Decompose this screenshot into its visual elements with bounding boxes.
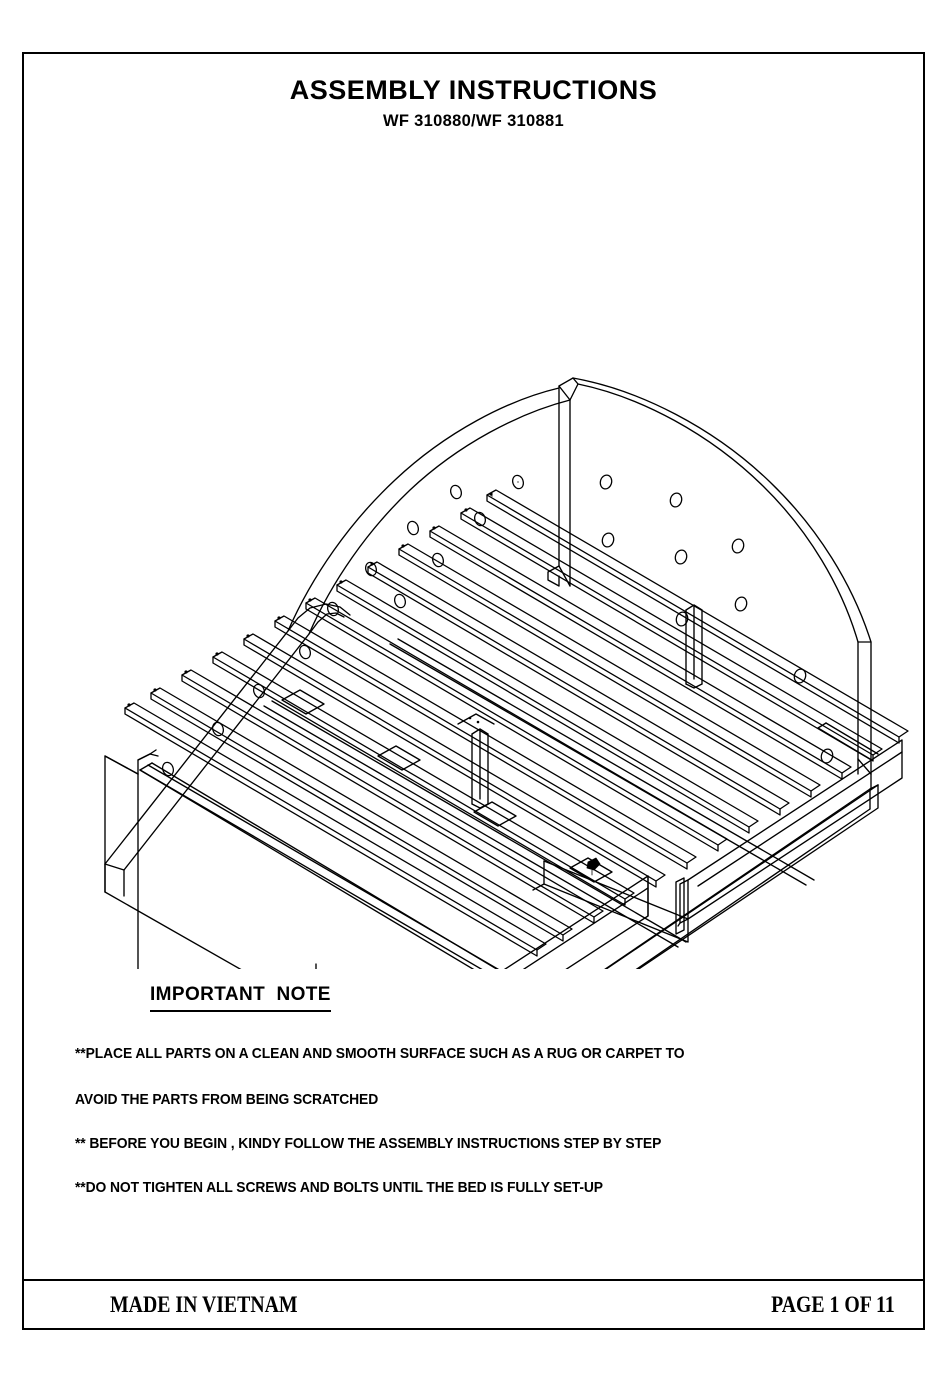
footer-divider bbox=[24, 1279, 923, 1281]
slats bbox=[125, 482, 908, 956]
bed-frame bbox=[105, 750, 510, 969]
slat-deck bbox=[125, 482, 908, 969]
headboard bbox=[105, 378, 871, 896]
important-note-body: **PLACE ALL PARTS ON A CLEAN AND SMOOTH … bbox=[75, 1046, 895, 1196]
center-support-legs bbox=[458, 605, 702, 808]
storage-drawers bbox=[300, 740, 902, 969]
note-line-3: ** BEFORE YOU BEGIN , KINDY FOLLOW THE A… bbox=[75, 1136, 662, 1152]
foot-rail bbox=[548, 723, 878, 969]
document-header: ASSEMBLY INSTRUCTIONS WF 310880/WF 31088… bbox=[24, 76, 923, 131]
page-title: ASSEMBLY INSTRUCTIONS bbox=[289, 75, 658, 105]
page-footer: MADE IN VIETNAM PAGE 1 OF 11 bbox=[24, 1281, 923, 1328]
center-beam-connectors bbox=[282, 690, 612, 882]
note-line-1: **PLACE ALL PARTS ON A CLEAN AND SMOOTH … bbox=[75, 1046, 685, 1062]
note-line-4: **DO NOT TIGHTEN ALL SCREWS AND BOLTS UN… bbox=[75, 1180, 603, 1196]
note-line-2: AVOID THE PARTS FROM BEING SCRATCHED bbox=[75, 1092, 379, 1108]
hardware-marker bbox=[587, 858, 600, 875]
footer-page-number: PAGE 1 OF 11 bbox=[771, 1291, 895, 1317]
model-number-subtitle: WF 310880/WF 310881 bbox=[383, 112, 564, 131]
page-border: ASSEMBLY INSTRUCTIONS WF 310880/WF 31088… bbox=[22, 52, 925, 1330]
footer-origin-label: MADE IN VIETNAM bbox=[110, 1291, 298, 1317]
headboard-tuft-holes bbox=[161, 474, 834, 777]
important-note-heading: IMPORTANT NOTE bbox=[150, 984, 331, 1012]
slat-screw-points bbox=[127, 492, 493, 707]
bed-assembly-illustration bbox=[78, 304, 928, 969]
